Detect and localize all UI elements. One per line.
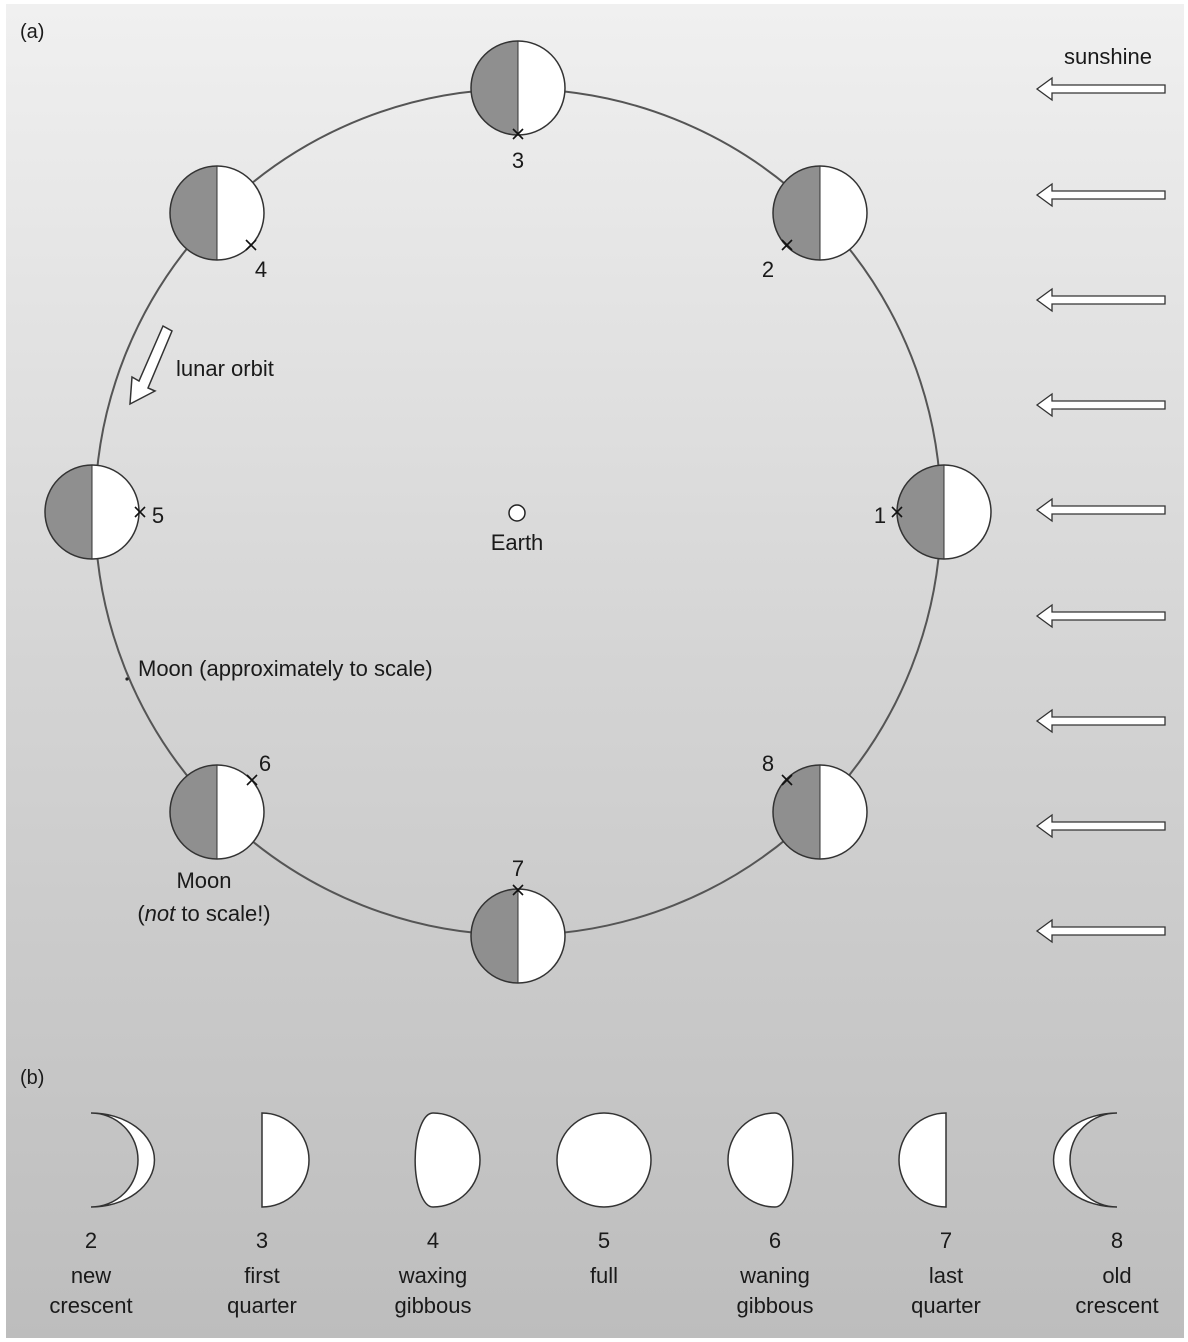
orbit-moons: 1 2 3 4 5 6 7 8 xyxy=(44,40,992,984)
orbit-moon-7: 7 xyxy=(470,856,566,984)
phase-number: 7 xyxy=(940,1228,952,1253)
phase-number: 2 xyxy=(85,1228,97,1253)
position-number-label: 8 xyxy=(762,751,774,776)
observer-cross-mark xyxy=(781,239,793,251)
moon-approximately-to-scale-label: Moon (approximately to scale) xyxy=(138,656,433,681)
phase-number: 5 xyxy=(598,1228,610,1253)
sunshine-arrow xyxy=(1035,497,1166,523)
moon-dark-half xyxy=(773,166,820,260)
phase-number: 8 xyxy=(1111,1228,1123,1253)
phase-name-line1: waning xyxy=(739,1263,810,1288)
phase-name-line1: waxing xyxy=(398,1263,467,1288)
sunshine-arrows xyxy=(1035,76,1166,944)
panel-b-label: (b) xyxy=(20,1067,44,1089)
sunshine-arrow xyxy=(1035,708,1166,734)
position-number-label: 7 xyxy=(512,856,524,881)
moon-not-to-scale-label-line2: (not to scale!) xyxy=(137,901,270,926)
moon-dark-half xyxy=(170,765,217,859)
position-number-label: 6 xyxy=(259,751,271,776)
position-number-label: 3 xyxy=(512,148,524,173)
phase-name-line2: crescent xyxy=(1075,1293,1158,1318)
phase-shape xyxy=(727,1112,794,1208)
moon-dark-half xyxy=(897,465,944,559)
observer-cross-mark xyxy=(512,884,524,896)
phase-shape xyxy=(414,1112,481,1208)
orbit-moon-4: 4 xyxy=(169,165,267,282)
phase-shape xyxy=(261,1112,310,1208)
phase-waxing-crescent: 2 new crescent xyxy=(49,1112,156,1318)
moon-dark-half xyxy=(170,166,217,260)
phase-shape xyxy=(90,1112,156,1208)
position-number-label: 5 xyxy=(152,503,164,528)
sunshine-arrow xyxy=(1035,813,1166,839)
sunshine-arrow xyxy=(1035,76,1166,102)
phase-shape xyxy=(556,1112,652,1208)
sunshine-arrow xyxy=(1035,918,1166,944)
phase-number: 4 xyxy=(427,1228,439,1253)
phase-name-line1: full xyxy=(590,1263,618,1288)
observer-cross-mark xyxy=(781,774,793,786)
moon-to-scale-dot xyxy=(125,677,129,681)
phase-waxing-gibbous: 4 waxing gibbous xyxy=(394,1112,481,1318)
orbit-moon-1: 1 xyxy=(874,464,992,560)
lunar-orbit-label: lunar orbit xyxy=(176,356,274,381)
phase-waning-crescent: 8 old crescent xyxy=(1052,1112,1159,1318)
sunshine-arrow xyxy=(1035,603,1166,629)
moon-dark-half xyxy=(471,41,518,135)
moon-outline xyxy=(772,764,868,860)
phase-shape xyxy=(1052,1112,1118,1208)
phase-name-line2: gibbous xyxy=(394,1293,471,1318)
phase-number: 3 xyxy=(256,1228,268,1253)
orbit-moon-8: 8 xyxy=(762,751,868,860)
earth-label: Earth xyxy=(491,530,544,555)
orbit-moon-2: 2 xyxy=(762,165,868,282)
moon-outline xyxy=(169,165,265,261)
orbit-moon-5: 5 xyxy=(44,464,164,560)
phase-name-line1: first xyxy=(244,1263,279,1288)
phase-name-line2: quarter xyxy=(911,1293,981,1318)
position-number-label: 2 xyxy=(762,257,774,282)
phase-waning-gibbous: 6 waning gibbous xyxy=(727,1112,814,1318)
moon-not-to-scale-label-line1: Moon xyxy=(176,868,231,893)
phase-first-quarter: 3 first quarter xyxy=(227,1112,310,1318)
phase-shapes-row: 2 new crescent 3 first quarter 4 waxing gibbous 5… xyxy=(49,1112,1159,1318)
earth-marker xyxy=(508,504,526,522)
phase-name-line2: gibbous xyxy=(736,1293,813,1318)
moon-outline xyxy=(772,165,868,261)
phase-shape xyxy=(898,1112,947,1208)
orbit-direction-arrow xyxy=(129,324,173,406)
observer-cross-mark xyxy=(245,239,257,251)
phase-full: 5 full xyxy=(556,1112,652,1288)
phase-number: 6 xyxy=(769,1228,781,1253)
phase-last-quarter: 7 last quarter xyxy=(898,1112,981,1318)
observer-cross-mark xyxy=(891,506,903,518)
moon-outline xyxy=(169,764,265,860)
orbit-moon-6: 6 xyxy=(169,751,271,860)
sunshine-arrow xyxy=(1035,392,1166,418)
phase-name-line1: last xyxy=(929,1263,963,1288)
phase-name-line2: quarter xyxy=(227,1293,297,1318)
sunshine-arrow xyxy=(1035,182,1166,208)
phase-name-line2: crescent xyxy=(49,1293,132,1318)
panel-a-label: (a) xyxy=(20,21,44,43)
position-number-label: 1 xyxy=(874,503,886,528)
phase-name-line1: new xyxy=(71,1263,111,1288)
observer-cross-mark xyxy=(512,128,524,140)
orbit-moon-3: 3 xyxy=(470,40,566,173)
moon-dark-half xyxy=(45,465,92,559)
sunshine-label: sunshine xyxy=(1064,44,1152,69)
observer-cross-mark xyxy=(134,506,146,518)
position-number-label: 4 xyxy=(255,257,267,282)
moon-dark-half xyxy=(773,765,820,859)
phase-name-line1: old xyxy=(1102,1263,1131,1288)
observer-cross-mark xyxy=(246,774,258,786)
moon-dark-half xyxy=(471,889,518,983)
sunshine-arrow xyxy=(1035,287,1166,313)
